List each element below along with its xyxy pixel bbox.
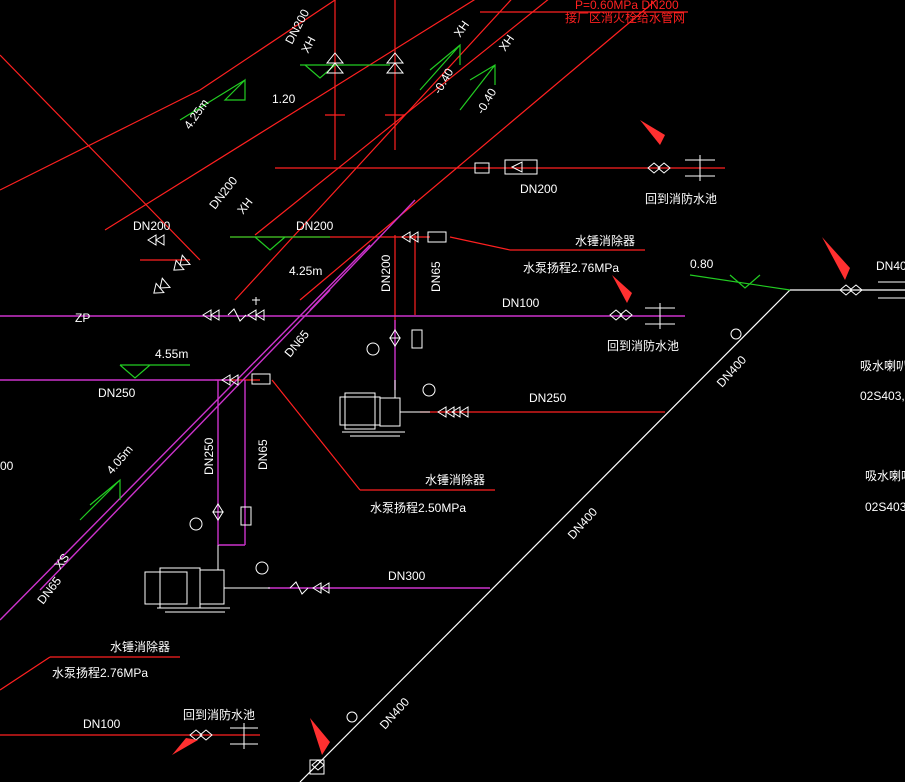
valve-icon <box>401 231 419 243</box>
red-pipes <box>0 0 725 736</box>
label-elevation: 1.20 <box>272 92 296 106</box>
arrow-icon <box>822 237 850 280</box>
label-xh: XH <box>234 195 255 217</box>
label-dn200: DN200 <box>296 219 334 233</box>
label-elevation: 4.55m <box>155 347 188 361</box>
label-dn65: DN65 <box>34 574 64 607</box>
arrow-icon <box>172 738 198 755</box>
label-suction-inlet: 吸水喇叭口 <box>860 358 905 373</box>
label-truncated: 00 <box>0 459 14 473</box>
label-dn65: DN65 <box>256 439 270 470</box>
label-elevation: 0.80 <box>690 257 714 271</box>
label-elevation: 4.25m <box>289 264 322 278</box>
arrow-icon <box>310 718 330 755</box>
label-dn65: DN65 <box>282 327 313 360</box>
label-xh: XH <box>451 18 472 40</box>
label-xh: XH <box>298 34 318 55</box>
arrow-icon <box>640 120 665 145</box>
valve-icon <box>325 52 345 74</box>
label-dn200: DN200 <box>379 254 393 292</box>
label-dn65: DN65 <box>429 261 443 292</box>
label-dn250: DN250 <box>98 386 136 400</box>
text-labels: P=0.60MPa DN200 接厂区消火栓给水管网 DN200 XH XH X… <box>0 0 905 732</box>
label-standard: 02S403 <box>865 500 905 514</box>
valves <box>147 52 905 775</box>
label-elevation: -0.40 <box>430 66 456 97</box>
label-dn250: DN250 <box>202 437 216 475</box>
label-dn200: DN200 <box>133 219 171 233</box>
red-arrows <box>172 120 850 755</box>
arrow-icon <box>612 275 632 303</box>
label-top-note: 接厂区消火栓给水管网 <box>565 10 685 25</box>
label-back-to-pool: 回到消防水池 <box>645 191 717 206</box>
valve-icon <box>437 406 455 418</box>
valve-icon <box>385 52 405 74</box>
valve-icon <box>173 254 192 271</box>
label-water-hammer: 水锤消除器 <box>425 472 485 487</box>
pump-upper <box>339 380 430 437</box>
label-back-to-pool: 回到消防水池 <box>183 707 255 722</box>
valve-icon <box>147 234 165 246</box>
white-pipes <box>299 289 905 782</box>
label-top-pressure: P=0.60MPa DN200 <box>575 0 679 12</box>
label-xh: XH <box>496 32 517 54</box>
label-dn400: DN400 <box>714 353 750 390</box>
valve-icon <box>312 582 330 594</box>
valve-icon <box>247 309 265 321</box>
label-pump-head: 水泵扬程2.76MPa <box>523 260 619 275</box>
label-pump-head: 水泵扬程2.50MPa <box>370 500 466 515</box>
label-xs: XS <box>51 551 72 572</box>
label-dn100: DN100 <box>83 717 121 731</box>
label-back-to-pool: 回到消防水池 <box>607 338 679 353</box>
label-standard: 02S403,P <box>860 389 905 403</box>
valve-icon <box>212 503 224 521</box>
valve-icon <box>389 329 401 347</box>
label-water-hammer: 水锤消除器 <box>110 639 170 654</box>
label-dn400: DN400 <box>876 259 905 273</box>
valve-icon <box>202 309 220 321</box>
label-elevation: 4.05m <box>104 442 136 477</box>
label-pump-head: 水泵扬程2.76MPa <box>52 665 148 680</box>
label-suction-inlet: 吸水喇叭口 <box>865 468 905 483</box>
label-dn100: DN100 <box>502 296 540 310</box>
label-elevation: -0.40 <box>473 86 499 117</box>
valve-icon <box>451 406 469 418</box>
label-dn300: DN300 <box>388 569 426 583</box>
magenta-pipes <box>0 199 685 621</box>
label-dn250: DN250 <box>529 391 567 405</box>
label-zp: ZP <box>75 311 90 325</box>
label-water-hammer: 水锤消除器 <box>575 233 635 248</box>
valve-icon <box>221 374 239 386</box>
green-elevation-marks <box>79 43 791 521</box>
pump-lower <box>144 545 270 613</box>
label-elevation: 4.25m <box>181 96 212 131</box>
label-dn200: DN200 <box>520 182 558 196</box>
valve-icon <box>153 277 172 294</box>
